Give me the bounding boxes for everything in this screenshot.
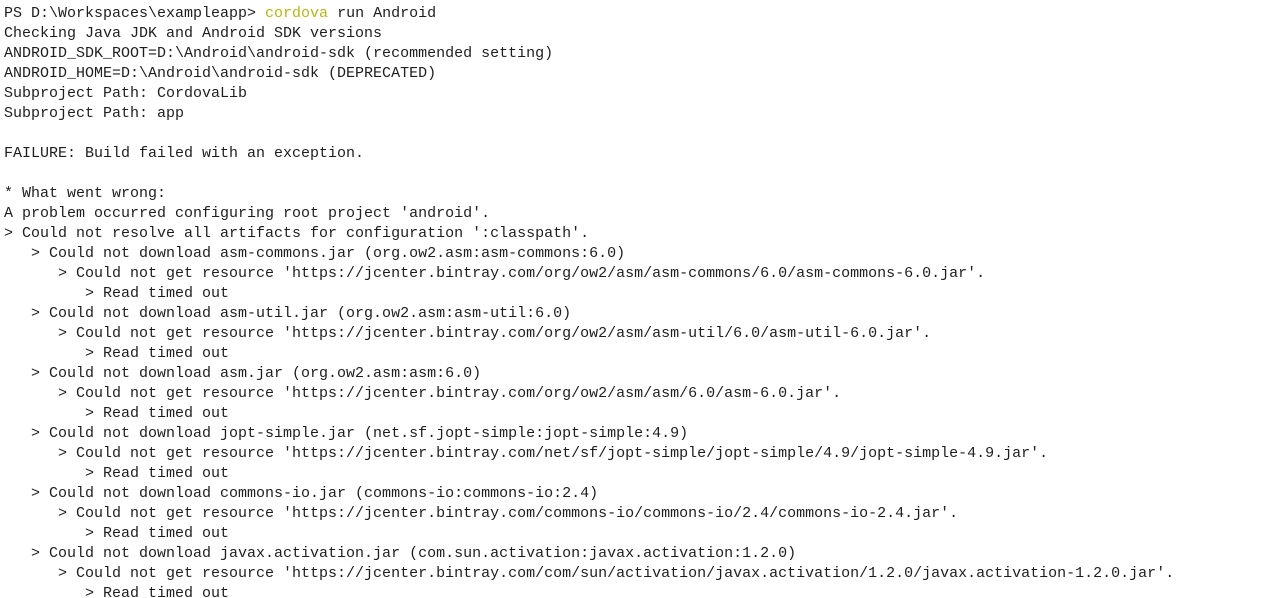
- terminal-line: > Read timed out: [4, 525, 230, 542]
- terminal-line: Subproject Path: app: [4, 105, 185, 122]
- terminal-line: [4, 164, 1174, 184]
- terminal-line: ANDROID_HOME=D:\Android\android-sdk (DEP…: [4, 65, 437, 82]
- prompt-path: PS D:\Workspaces\exampleapp>: [4, 5, 266, 22]
- terminal-line: * What went wrong:: [4, 185, 167, 202]
- terminal-line: A problem occurred configuring root proj…: [4, 205, 491, 222]
- prompt-args: run Android: [328, 5, 437, 22]
- terminal-line: > Could not resolve all artifacts for co…: [4, 225, 590, 242]
- terminal-lines: , PS D:\Workspaces\exampleapp> cordova r…: [4, 0, 1174, 598]
- terminal-line: Checking Java JDK and Android SDK versio…: [4, 25, 383, 42]
- terminal-line: > Read timed out: [4, 345, 230, 362]
- terminal-line: > Could not get resource 'https://jcente…: [4, 445, 1049, 462]
- terminal-line: Subproject Path: CordovaLib: [4, 85, 248, 102]
- terminal-line: > Could not get resource 'https://jcente…: [4, 565, 1175, 582]
- terminal-line: > Read timed out: [4, 405, 230, 422]
- terminal-line: > Read timed out: [4, 585, 230, 598]
- terminal-line: > Could not get resource 'https://jcente…: [4, 505, 959, 522]
- terminal-line: > Could not download asm-util.jar (org.o…: [4, 305, 572, 322]
- terminal-line: [4, 124, 1174, 144]
- terminal-line: > Read timed out: [4, 285, 230, 302]
- terminal-line: > Could not download javax.activation.ja…: [4, 545, 797, 562]
- terminal-line: > Could not download asm.jar (org.ow2.as…: [4, 365, 482, 382]
- terminal-line: > Could not download asm-commons.jar (or…: [4, 245, 626, 262]
- terminal-line: > Could not download jopt-simple.jar (ne…: [4, 425, 689, 442]
- terminal-line-partial: ,: [4, 0, 1174, 4]
- prompt-command: cordova: [265, 5, 329, 22]
- terminal-line: > Could not download commons-io.jar (com…: [4, 485, 599, 502]
- failure-line: FAILURE: Build failed with an exception.: [4, 145, 365, 162]
- terminal-line: ANDROID_SDK_ROOT=D:\Android\android-sdk …: [4, 45, 554, 62]
- prompt-line: PS D:\Workspaces\exampleapp> cordova run…: [4, 4, 1174, 24]
- terminal-line: > Could not get resource 'https://jcente…: [4, 325, 932, 342]
- terminal-line: > Could not get resource 'https://jcente…: [4, 265, 986, 282]
- terminal-line: > Could not get resource 'https://jcente…: [4, 385, 842, 402]
- terminal-line: > Read timed out: [4, 465, 230, 482]
